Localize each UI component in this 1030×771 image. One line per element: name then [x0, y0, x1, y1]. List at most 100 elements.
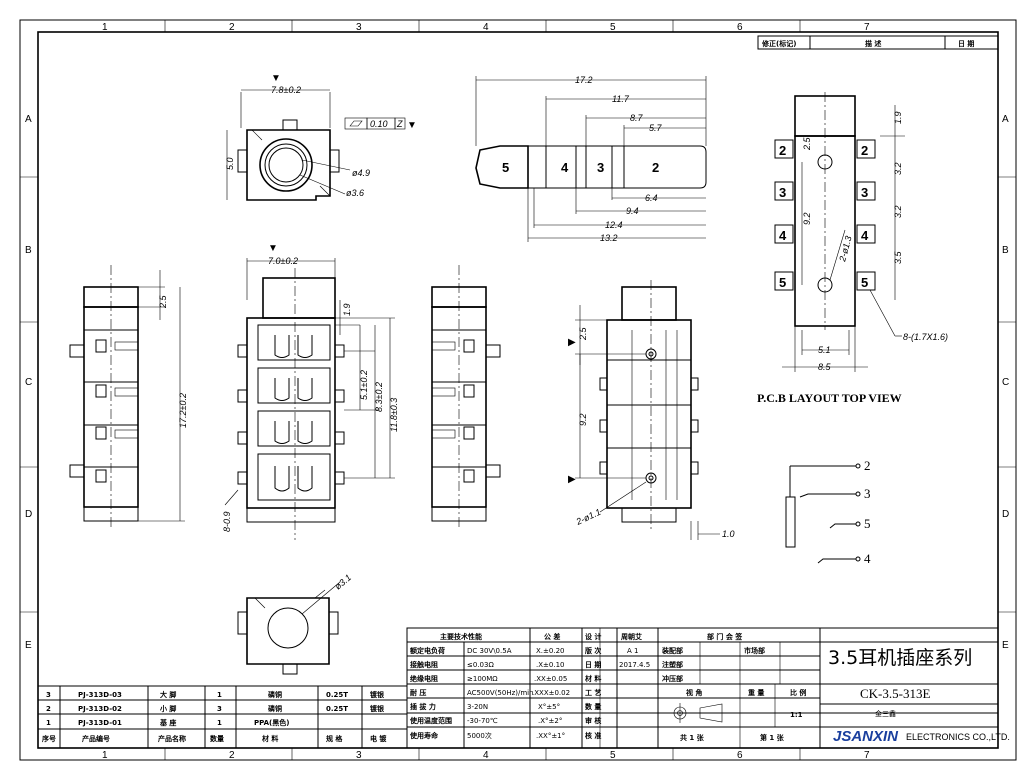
svg-text:A: A	[25, 114, 32, 125]
svg-text:8.5: 8.5	[818, 362, 832, 372]
svg-text:3.5耳机插座系列: 3.5耳机插座系列	[828, 647, 972, 669]
svg-text:8.7: 8.7	[630, 113, 644, 123]
svg-text:耐 压: 耐 压	[410, 688, 426, 697]
signoff-table: 设 计 版 次 日 期 材 料 工 艺 数 量 审 核 核 准 周朝艾 A 1 …	[584, 632, 650, 740]
svg-text:绝缘电阻: 绝缘电阻	[410, 674, 438, 683]
svg-text:11.7: 11.7	[612, 94, 630, 104]
svg-text:5.1: 5.1	[818, 345, 831, 355]
svg-text:ø3.6: ø3.6	[346, 188, 364, 198]
column-labels-bottom: 1 2 3 4 5 6 7	[102, 750, 870, 761]
svg-text:X.±0.20: X.±0.20	[536, 647, 564, 655]
side-hole-view: 2.5 ▶ ▶ 9.2 2-ø1.1 1.0	[568, 280, 735, 540]
outer-frame	[19, 19, 1017, 761]
svg-text:重 量: 重 量	[748, 688, 764, 697]
svg-text:3.2: 3.2	[893, 162, 903, 175]
svg-text:12.4: 12.4	[605, 220, 623, 230]
svg-text:AC500V(50Hz)/min: AC500V(50Hz)/min	[467, 689, 534, 697]
svg-text:5: 5	[864, 516, 871, 531]
svg-text:金三鑫: 金三鑫	[875, 709, 896, 718]
svg-text:E: E	[1002, 640, 1009, 651]
svg-text:C: C	[25, 377, 32, 388]
svg-text:设 计: 设 计	[585, 632, 601, 641]
svg-text:1: 1	[102, 22, 108, 33]
svg-text:D: D	[1002, 509, 1009, 520]
svg-text:6: 6	[737, 22, 743, 33]
svg-text:▼: ▼	[407, 120, 417, 131]
svg-text:数 量: 数 量	[585, 702, 601, 711]
svg-text:1.0: 1.0	[722, 529, 735, 539]
svg-text:9.4: 9.4	[626, 206, 639, 216]
pcb-layout: 2 3 4 5 2 3 4 5 9.2 2.5 2-ø1.3 1.9 3.2 3…	[757, 92, 948, 405]
svg-text:3: 3	[597, 160, 604, 175]
svg-text:▼: ▼	[268, 243, 278, 254]
svg-text:修正(标记): 修正(标记)	[761, 39, 796, 48]
svg-text:小 脚: 小 脚	[159, 704, 176, 713]
svg-text:2-ø1.3: 2-ø1.3	[837, 235, 854, 264]
svg-text:0.25T: 0.25T	[326, 691, 348, 699]
svg-text:.XX°±1°: .XX°±1°	[536, 732, 565, 740]
svg-text:使用温度范围: 使用温度范围	[409, 716, 452, 725]
svg-text:ELECTRONICS CO.,LTD.: ELECTRONICS CO.,LTD.	[906, 732, 1010, 742]
left-side-view: 2.5 17.2±0.2	[69, 265, 188, 530]
svg-text:序号: 序号	[41, 734, 56, 743]
svg-text:2: 2	[46, 705, 51, 713]
svg-text:B: B	[25, 245, 32, 256]
svg-text:-30-70℃: -30-70℃	[467, 717, 498, 725]
svg-text:日 期: 日 期	[958, 39, 974, 48]
svg-text:5: 5	[610, 750, 616, 761]
svg-text:镀银: 镀银	[370, 704, 385, 713]
svg-text:5: 5	[502, 160, 509, 175]
svg-text:13.2: 13.2	[600, 233, 618, 243]
svg-text:2.5: 2.5	[158, 294, 168, 309]
svg-text:1: 1	[217, 719, 222, 727]
spec-table: 主要技术性能 额定电负荷 DC 30V\0.5A 接触电阻 ≤0.03Ω 绝缘电…	[409, 632, 534, 740]
svg-text:电 镀: 电 镀	[370, 734, 387, 743]
svg-text:主要技术性能: 主要技术性能	[440, 632, 482, 641]
svg-text:5.0: 5.0	[225, 157, 235, 170]
svg-text:0.10: 0.10	[370, 119, 388, 129]
svg-text:注塑部: 注塑部	[662, 660, 683, 669]
svg-text:E: E	[25, 640, 32, 651]
svg-text:0.25T: 0.25T	[326, 705, 348, 713]
svg-text:3: 3	[779, 185, 786, 200]
svg-text:8.3±0.2: 8.3±0.2	[374, 382, 384, 412]
svg-text:5: 5	[610, 22, 616, 33]
svg-text:C: C	[1002, 377, 1009, 388]
svg-text:.XX±0.05: .XX±0.05	[534, 675, 567, 683]
svg-text:7.8±0.2: 7.8±0.2	[271, 85, 301, 95]
svg-text:▶: ▶	[568, 337, 576, 348]
svg-text:产品名称: 产品名称	[158, 734, 186, 743]
svg-text:5: 5	[861, 275, 868, 290]
svg-text:描 述: 描 述	[865, 39, 881, 48]
svg-text:4: 4	[779, 228, 787, 243]
svg-text:X°±5°: X°±5°	[538, 703, 560, 711]
front-view: 7.0±0.2 ▼ 1.9 5.1±0.2 8.3±0.2 11.8±0.3 8…	[222, 243, 399, 540]
svg-text:ø4.9: ø4.9	[352, 168, 370, 178]
row-labels-right: A B C D E	[1002, 114, 1009, 651]
svg-text:3: 3	[46, 691, 51, 699]
svg-text:镀银: 镀银	[370, 690, 385, 699]
svg-text:装配部: 装配部	[661, 646, 683, 655]
svg-text:3: 3	[356, 750, 362, 761]
right-side-view	[431, 265, 501, 530]
svg-text:规 格: 规 格	[326, 734, 343, 743]
svg-text:冲压部: 冲压部	[662, 674, 683, 683]
svg-text:5000次: 5000次	[467, 731, 492, 740]
svg-text:B: B	[1002, 245, 1009, 256]
svg-text:4: 4	[861, 228, 869, 243]
svg-text:5.7: 5.7	[649, 123, 663, 133]
svg-text:5: 5	[779, 275, 786, 290]
revision-header: 修正(标记) 描 述 日 期	[757, 35, 999, 50]
svg-text:6: 6	[737, 750, 743, 761]
column-labels-top: 1 2 3 4 5 6 7	[102, 22, 870, 33]
svg-text:DC 30V\0.5A: DC 30V\0.5A	[467, 647, 512, 655]
svg-text:2: 2	[861, 143, 868, 158]
svg-text:7.0±0.2: 7.0±0.2	[268, 256, 298, 266]
title-area: 3.5耳机插座系列 CK-3.5-313E 金三鑫 JSANXIN ELECTR…	[820, 647, 1010, 745]
brand-logo: JSANXIN	[833, 728, 899, 745]
svg-text:4: 4	[864, 551, 871, 566]
svg-text:3: 3	[861, 185, 868, 200]
svg-text:插 拔 力: 插 拔 力	[410, 702, 436, 711]
svg-text:≥100MΩ: ≥100MΩ	[467, 675, 498, 683]
svg-text:3: 3	[356, 22, 362, 33]
